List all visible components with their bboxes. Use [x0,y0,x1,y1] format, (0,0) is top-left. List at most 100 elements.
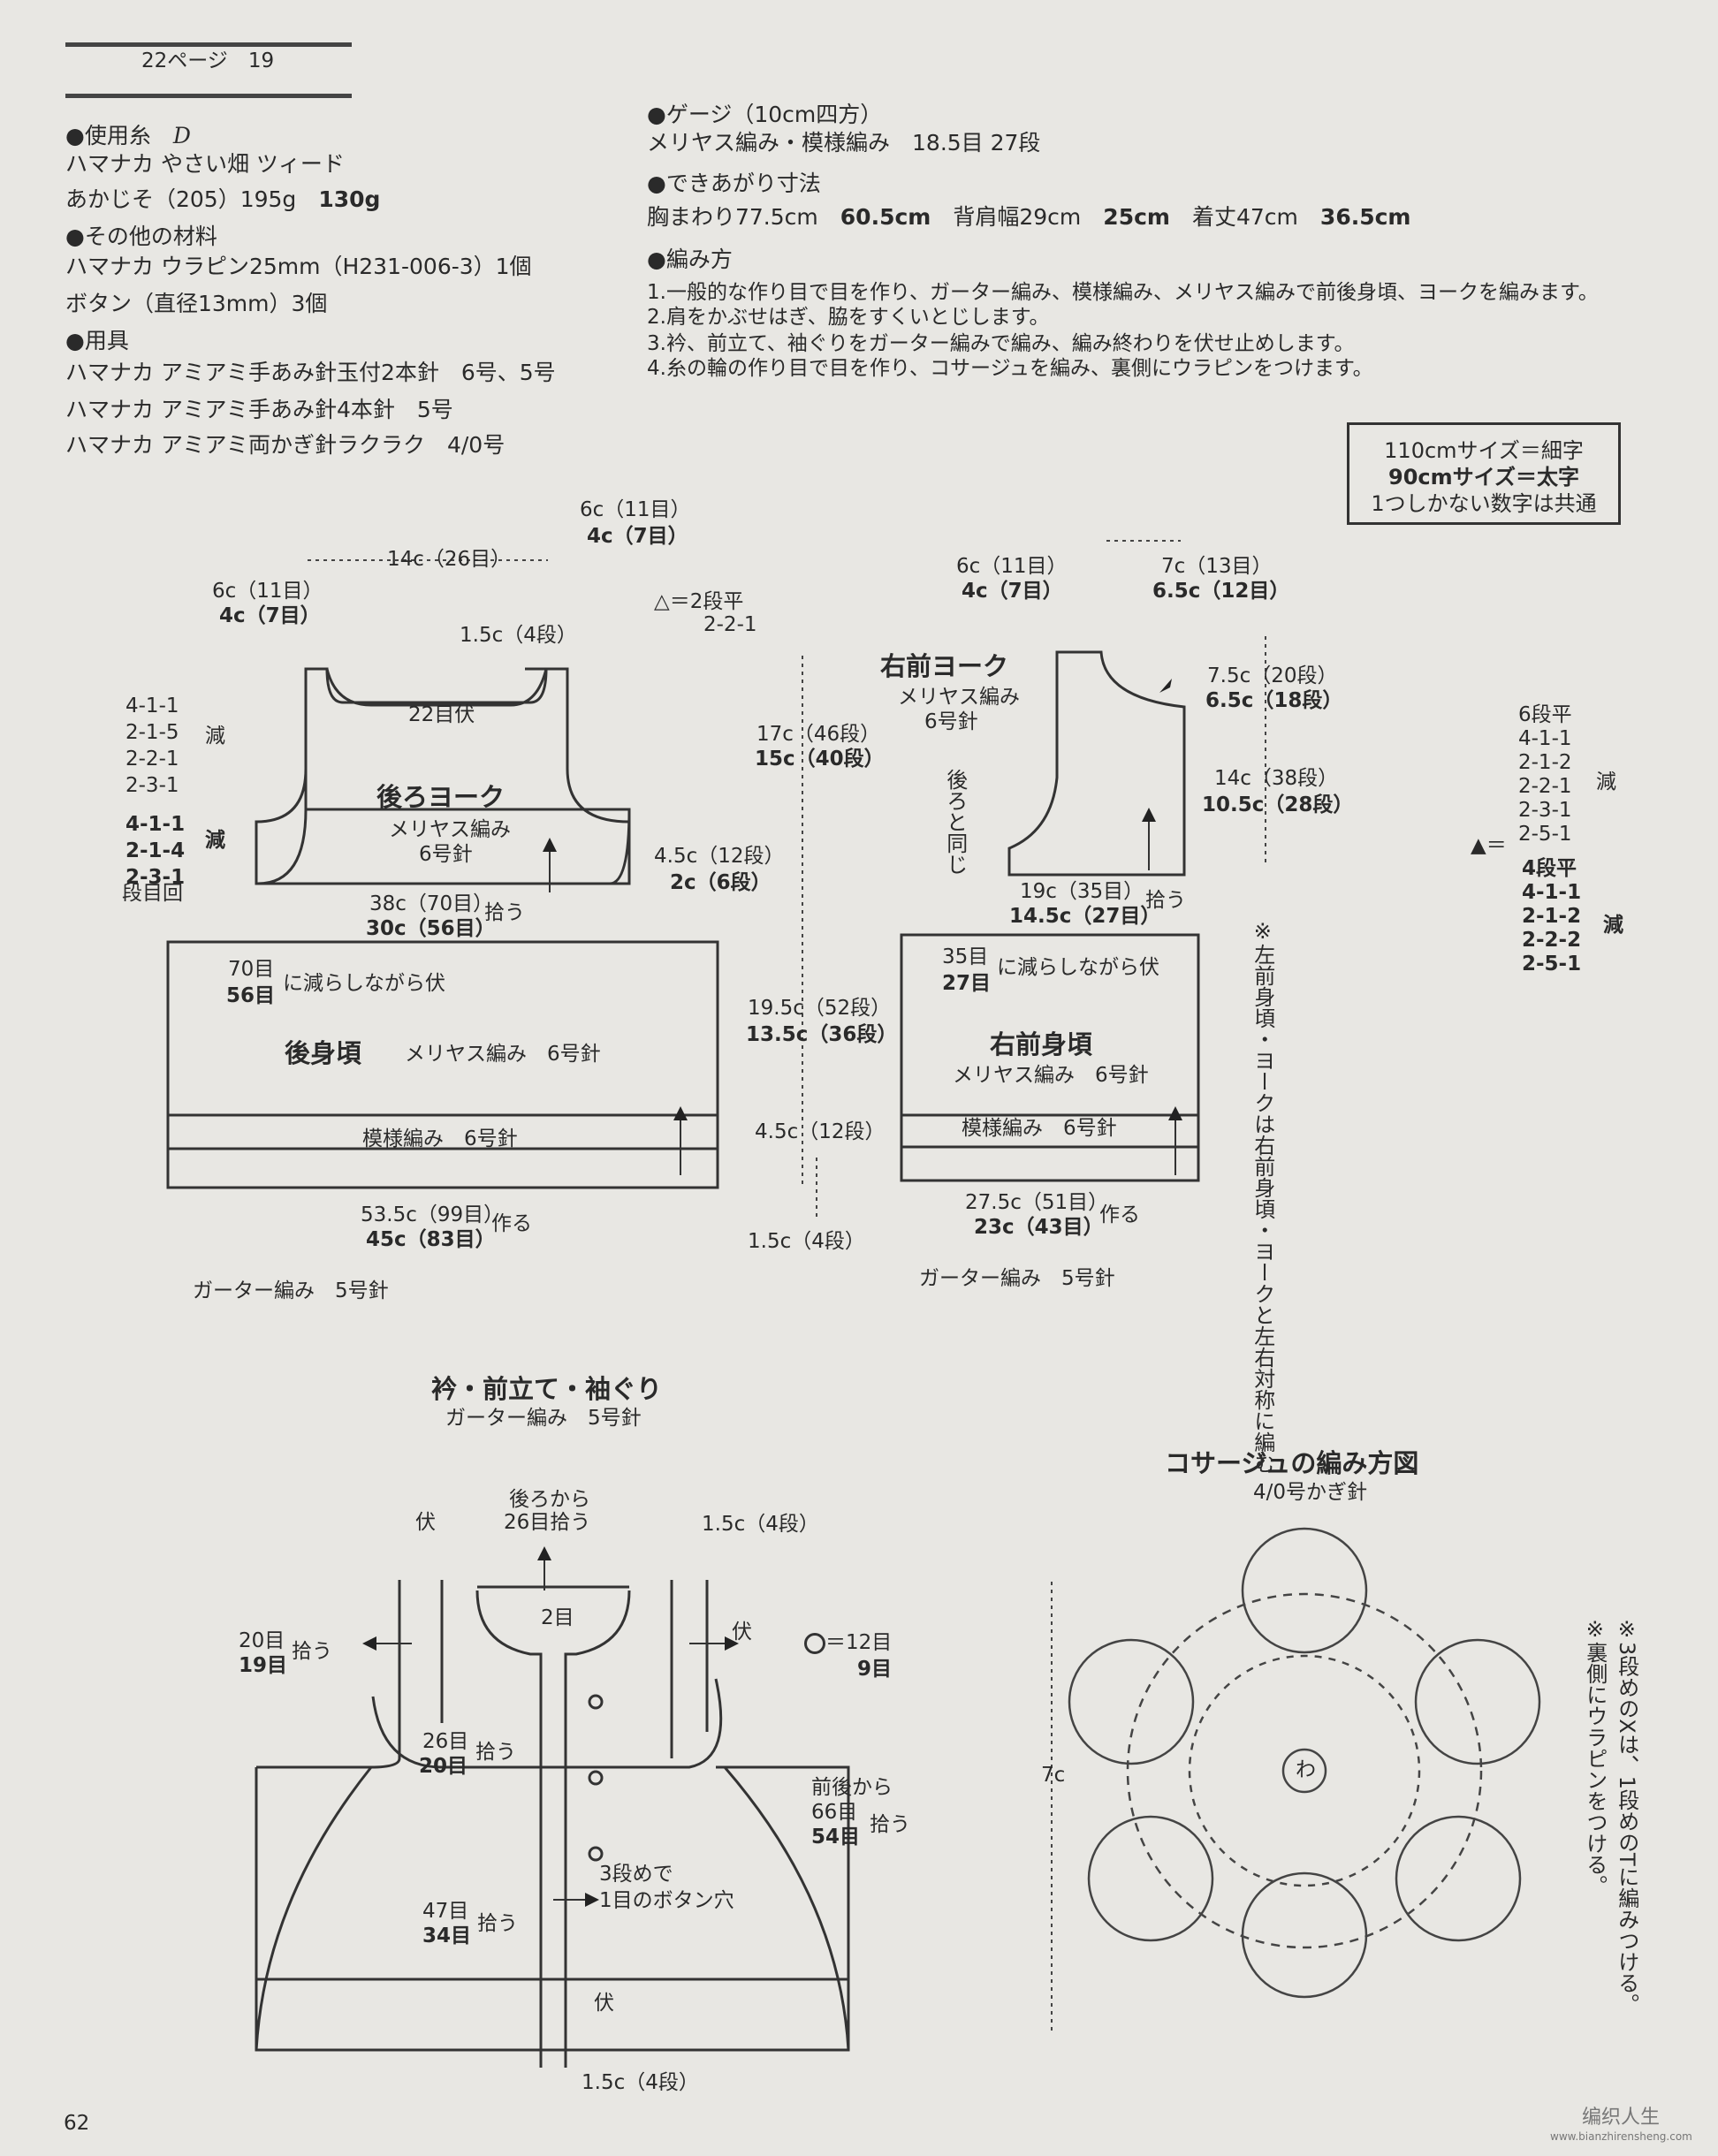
right-side-height-l1: 14c（38段） [1214,767,1339,790]
yarn-name: ハマナカ やさい畑 ツィード [65,151,345,177]
tool-3: ハマナカ アミアミ両かぎ針ラクラク 4/0号 [65,432,505,459]
size-chest: 胸まわり77.5cm [647,204,818,230]
neckband-back-pickup-1: 後ろから [509,1488,590,1511]
back-yoke-outline [256,667,631,885]
back-dec-2-row: 2-3-1 [125,866,186,889]
back-body-top-l1: 70目 [228,958,275,981]
right-neck-l2: 6.5c（12目） [1152,580,1290,603]
right-dec-2-row: 2-5-1 [1522,953,1582,976]
tool-2: ハマナカ アミアミ手あみ針4本針 5号 [65,397,453,423]
right-body-pattern: 模様編み 6号針 [962,1117,1117,1140]
back-body-width-l1: 53.5c（99目） [361,1203,505,1226]
triangle-filled-eq: ▲＝ [1471,834,1507,857]
back-body-cast-on: 作る [491,1212,532,1235]
neckband-side-l1: 前後から [811,1776,893,1799]
neckband-bottom-height: 1.5c（4段） [582,2071,699,2094]
neckband-bottom-bind: 伏 [594,1992,614,2015]
neckband-title: 衿・前立て・袖ぐり [431,1374,663,1404]
right-neck-l1: 7c（13目） [1161,555,1273,578]
neckband-back-pickup-2: 26目拾う [504,1511,591,1534]
back-body-outline [166,940,719,1189]
size-values: 胸まわり77.5cm 60.5cm 背肩幅29cm 25cm 着丈47cm 36… [647,204,1410,231]
back-yoke-width-l1: 38c（70目） [369,892,494,915]
back-dec-1: 4-1-1 2-1-5 2-2-1 2-3-1 [125,693,179,799]
back-dec-1-row: 4-1-1 [125,695,179,717]
right-side-height-l2: 10.5c（28段） [1202,793,1354,816]
armhole-l1: 4.5c（12段） [654,845,785,868]
right-neck-height-l1: 7.5c（20段） [1207,664,1338,687]
back-body-top-note: に減らしながら伏 [283,972,445,995]
watermark: 编织人生 [1582,2107,1661,2129]
back-yoke-title: 後ろヨーク [376,782,506,812]
right-dec-1-row: 2-2-1 [1518,775,1572,798]
back-shoulder-left-l2: 4c（7目） [219,604,321,627]
buttonhole-icon [804,1632,825,1654]
back-dec-2-row: 2-1-4 [125,839,186,862]
tool-2-name: ハマナカ アミアミ手あみ針4本針 [65,397,395,422]
back-dec-1-label: 減 [205,725,225,748]
right-yoke-stitch: メリヤス編み [898,686,1020,709]
right-body-garter: ガーター編み 5号針 [919,1267,1115,1290]
neckband-side-l3: 54目 [811,1826,861,1849]
right-body-title: 右前身頃 [990,1029,1093,1059]
back-yoke-needle: 6号針 [419,843,473,866]
back-body-width-l2: 45c（83目） [366,1228,496,1251]
neckband-side-pick: 拾う [870,1813,910,1836]
corsage-hook: 4/0号かぎ針 [1253,1481,1368,1504]
size-shoulder: 背肩幅29cm [953,204,1082,230]
right-shoulder-l1: 6c（11目） [956,555,1068,578]
method-step-1: 1.一般的な作り目で目を作り、ガーター編み、模様編み、メリヤス編みで前後身頃、ヨ… [647,281,1599,304]
back-dec-1-row: 2-2-1 [125,748,179,771]
right-body-cast-on: 作る [1099,1203,1140,1226]
neckband-low-l2: 34目 [422,1924,472,1947]
legend-line-3: 1つしかない数字は共通 [1371,491,1597,516]
buttonhole-note-2: 1目のボタン穴 [599,1889,734,1912]
right-yoke-shape [1007,650,1186,877]
right-yoke-title: 右前ヨーク [880,651,1009,681]
size-chest-small: 60.5cm [840,204,931,230]
right-dec-1-row: 2-5-1 [1518,823,1572,846]
right-dec-2-row: 4-1-1 [1522,881,1582,904]
back-body-top-l2: 56目 [226,984,276,1007]
method-step-3: 3.衿、前立て、袖ぐりをガーター編みで編み、編み終わりを伏せ止めします。 [647,332,1355,355]
right-dec-2-label: 減 [1603,914,1623,937]
right-yoke-width-l2: 14.5c（27目） [1009,905,1161,928]
other-item-pin: ハマナカ ウラピン25mm（H231-006-3）1個 [65,254,532,279]
neckband-outline [370,1580,709,1769]
yoke-height-l1: 17c（46段） [756,723,881,746]
buttonhole-eq: ＝12目 [804,1631,892,1654]
yarn-mark: D [172,123,191,148]
right-dec-1: 6段平 4-1-1 2-1-2 2-2-1 2-3-1 2-5-1 [1518,703,1572,846]
yoke-height-l2: 15c（40段） [755,748,885,771]
back-body-pattern: 模様編み 6号針 [362,1127,518,1150]
right-dec-1-row: 2-3-1 [1518,799,1572,822]
back-body-stitch: メリヤス編み 6号針 [405,1043,601,1066]
back-yoke-pickup: 拾う [484,901,525,924]
right-body-outline [900,933,1200,1182]
right-shoulder-l2: 4c（7目） [962,580,1063,603]
size-legend: 110cmサイズ＝細字 90cmサイズ＝太字 1つしかない数字は共通 [1347,422,1621,525]
page-ref-text: 22ページ [141,49,228,72]
body-height-l1: 19.5c（52段） [748,997,892,1020]
size-shoulder-small: 25cm [1103,204,1170,230]
right-body-top-note: に減らしながら伏 [997,956,1159,979]
legend-line-2: 90cmサイズ＝太字 [1388,465,1579,490]
back-dec-1-row: 2-3-1 [125,774,179,797]
neckband-right-bind: 伏 [732,1621,752,1644]
right-body-width-l1: 27.5c（51目） [965,1191,1109,1214]
back-dec-2-row: 4-1-1 [125,813,186,836]
right-symmetry-note: ※左前身頃・ヨークは右前身頃・ヨークと左右対称に編む [1250,919,1275,1474]
right-yoke-needle: 6号針 [924,710,978,733]
garter-height: 1.5c（4段） [748,1230,865,1253]
neckband-subtitle: ガーター編み 5号針 [445,1407,642,1430]
right-body-stitch: メリヤス編み 6号針 [953,1064,1149,1087]
right-body-width-l2: 23c（43目） [974,1216,1104,1239]
other-item-button: ボタン（直径13mm）3個 [65,291,328,316]
right-dec-1-row: 6段平 [1518,703,1572,726]
neckband-left-l2: 19目 [239,1654,288,1677]
gauge-heading: ●ゲージ（10cm四方） [647,102,883,127]
back-body-title: 後身頃 [285,1038,362,1068]
right-neck-height-l2: 6.5c（18段） [1205,689,1343,712]
right-dec-2: 4段平 4-1-1 2-1-2 2-2-2 2-5-1 [1522,857,1581,976]
